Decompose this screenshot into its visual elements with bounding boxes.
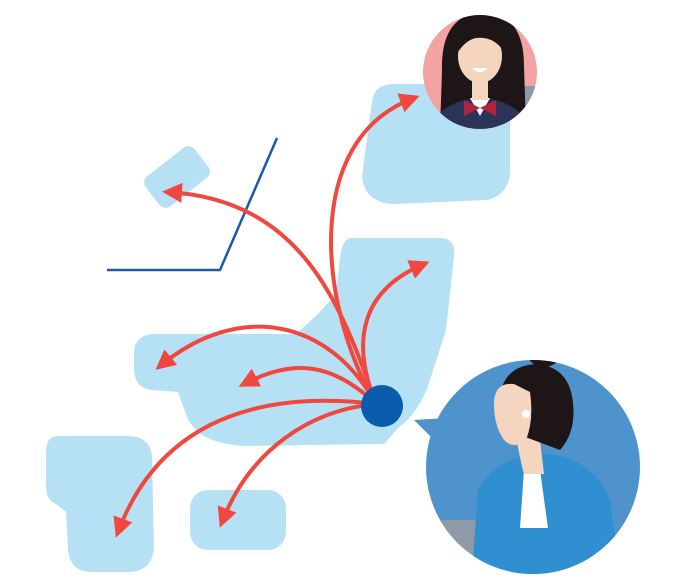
tutor-avatar [414, 360, 640, 574]
arrow-to-chugoku [155, 324, 378, 406]
arrow-to-kyushu [113, 398, 378, 538]
online-tutor-location [361, 385, 403, 427]
okinawa-divider-line [107, 137, 279, 272]
arrow-to-hokkaido [329, 93, 420, 406]
island-sado [144, 146, 210, 208]
island-shikoku [190, 490, 286, 550]
arrow-to-kansai [238, 366, 378, 406]
arrow-to-tohoku [361, 260, 430, 406]
arrow-to-sado [162, 182, 378, 406]
connection-arrows [113, 93, 430, 538]
island-kyushu [46, 436, 154, 572]
arrow-to-shikoku [217, 402, 378, 528]
